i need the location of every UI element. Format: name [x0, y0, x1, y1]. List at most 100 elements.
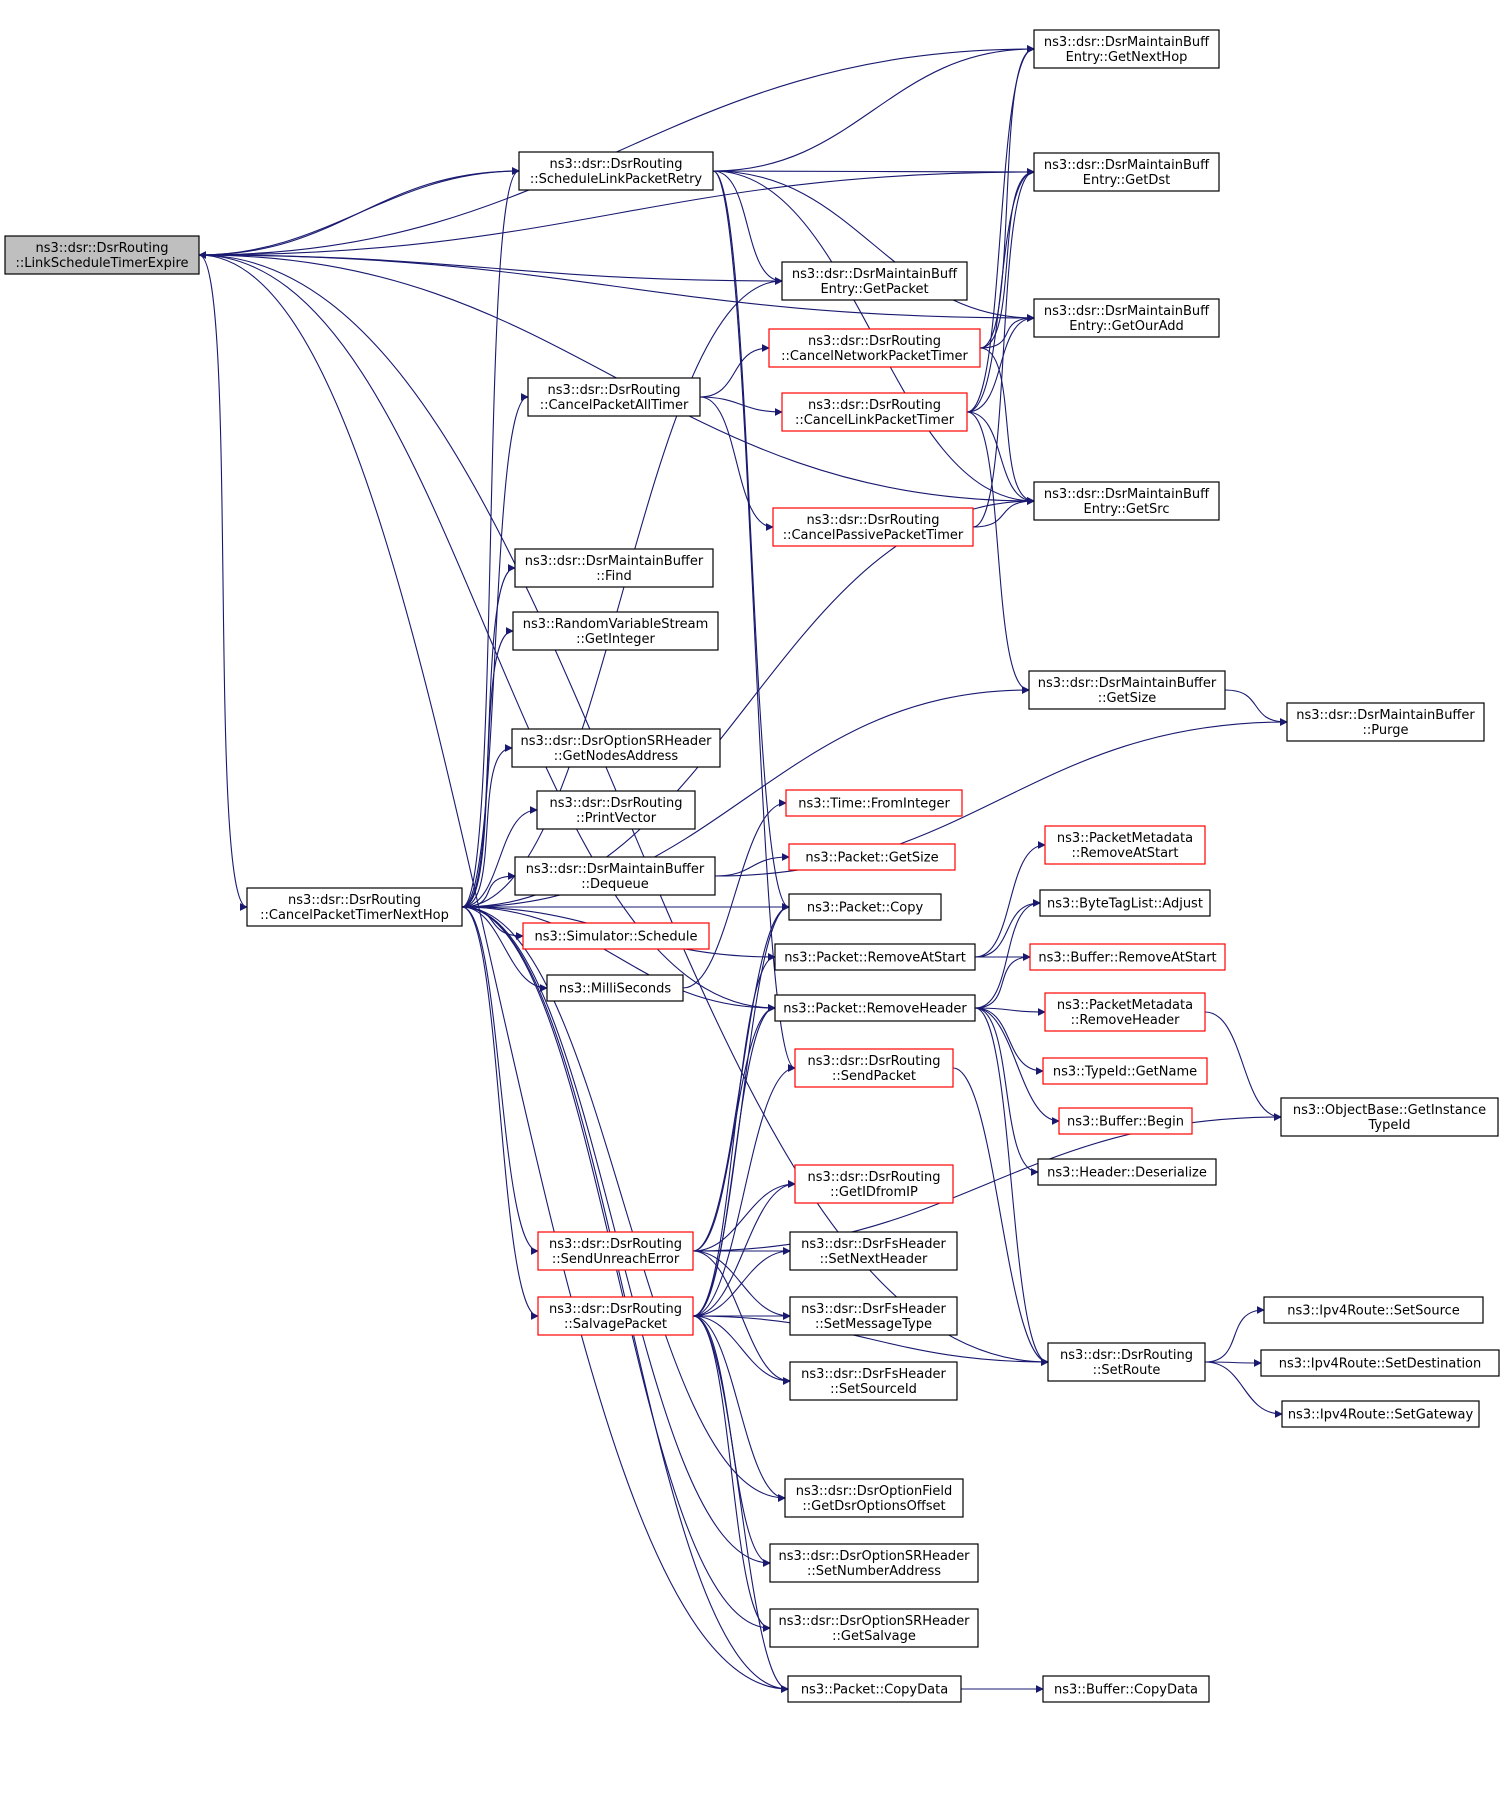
- node-n11[interactable]: ns3::dsr::DsrMaintainBuffer::Find: [514, 548, 714, 588]
- node-n5[interactable]: ns3::dsr::DsrMaintainBuffEntry::GetOurAd…: [1033, 298, 1220, 338]
- node-n34[interactable]: ns3::Header::Deserialize: [1037, 1158, 1217, 1186]
- node-n44[interactable]: ns3::Ipv4Route::SetGateway: [1281, 1400, 1480, 1428]
- edge-n2-n0: [198, 170, 520, 259]
- node-n1[interactable]: ns3::dsr::DsrMaintainBuffEntry::GetNextH…: [1033, 29, 1220, 69]
- node-label-line: ns3::Ipv4Route::SetGateway: [1288, 1408, 1474, 1423]
- node-label-line: Entry::GetPacket: [820, 282, 928, 297]
- edge-line: [966, 411, 1035, 505]
- edge-line: [699, 396, 783, 416]
- edge-line: [692, 1004, 776, 1252]
- node-n4[interactable]: ns3::dsr::DsrMaintainBuffEntry::GetPacke…: [781, 261, 968, 301]
- node-n25[interactable]: ns3::Packet::RemoveAtStart: [774, 943, 976, 971]
- node-n30[interactable]: ns3::dsr::DsrRouting::SendPacket: [794, 1048, 954, 1088]
- node-n35[interactable]: ns3::dsr::DsrRouting::GetIDfromIP: [794, 1164, 954, 1204]
- node-n0[interactable]: ns3::dsr::DsrRouting::LinkScheduleTimerE…: [4, 235, 200, 275]
- node-label-line: ns3::dsr::DsrFsHeader: [801, 1302, 946, 1317]
- edge-n38-n45: [692, 1315, 786, 1502]
- node-label-line: TypeId: [1368, 1118, 1411, 1133]
- edge-n27-n17: [682, 799, 787, 989]
- edge-n2-n1: [712, 45, 1035, 172]
- node-label-line: ns3::dsr::DsrMaintainBuff: [792, 267, 958, 282]
- node-n17[interactable]: ns3::Time::FromInteger: [785, 789, 963, 817]
- node-n12[interactable]: ns3::RandomVariableStream::GetInteger: [512, 611, 719, 651]
- node-n7[interactable]: ns3::dsr::DsrRouting::CancelPacketAllTim…: [527, 377, 701, 417]
- edge-n21-n28: [461, 906, 776, 1012]
- node-n43[interactable]: ns3::dsr::DsrFsHeader::SetSourceId: [789, 1361, 958, 1401]
- node-n8[interactable]: ns3::dsr::DsrRouting::CancelLinkPacketTi…: [781, 392, 968, 432]
- node-label-line: ns3::dsr::DsrRouting: [807, 513, 940, 528]
- edge-n38-n35: [692, 1180, 796, 1317]
- node-n20[interactable]: ns3::Packet::GetSize: [788, 843, 956, 871]
- node-n2[interactable]: ns3::dsr::DsrRouting::ScheduleLinkPacket…: [518, 151, 714, 191]
- edge-n0-n4: [198, 254, 783, 285]
- node-label-line: ::Purge: [1363, 723, 1409, 738]
- node-n16[interactable]: ns3::dsr::DsrRouting::PrintVector: [536, 790, 696, 830]
- node-n18[interactable]: ns3::PacketMetadata::RemoveAtStart: [1044, 825, 1206, 865]
- edge-n19-n20: [714, 853, 790, 877]
- node-n6[interactable]: ns3::dsr::DsrRouting::CancelNetworkPacke…: [768, 328, 981, 368]
- node-n49[interactable]: ns3::Buffer::CopyData: [1042, 1675, 1210, 1703]
- node-n41[interactable]: ns3::dsr::DsrRouting::SetRoute: [1047, 1342, 1206, 1382]
- node-box: [788, 843, 956, 871]
- node-n42[interactable]: ns3::Ipv4Route::SetDestination: [1260, 1349, 1500, 1377]
- node-label-line: ns3::dsr::DsrRouting: [808, 1170, 941, 1185]
- node-label-line: ::CancelPacketTimerNextHop: [260, 908, 449, 923]
- node-box: [788, 893, 942, 921]
- node-n10[interactable]: ns3::dsr::DsrRouting::CancelPassivePacke…: [772, 507, 974, 547]
- node-box: [794, 1164, 954, 1204]
- node-label-line: ns3::Buffer::RemoveAtStart: [1038, 951, 1216, 966]
- edge-n25-n22: [974, 899, 1041, 958]
- node-n37[interactable]: ns3::dsr::DsrFsHeader::SetNextHeader: [789, 1231, 958, 1271]
- node-n23[interactable]: ns3::Packet::Copy: [788, 893, 942, 921]
- node-label-line: ns3::Time::FromInteger: [798, 797, 950, 812]
- node-n31[interactable]: ns3::TypeId::GetName: [1042, 1057, 1208, 1085]
- node-box: [785, 789, 963, 817]
- node-n22[interactable]: ns3::ByteTagList::Adjust: [1039, 889, 1211, 917]
- node-label-line: ns3::dsr::DsrRouting: [549, 1302, 682, 1317]
- node-n45[interactable]: ns3::dsr::DsrOptionField::GetDsrOptionsO…: [784, 1478, 964, 1518]
- node-n19[interactable]: ns3::dsr::DsrMaintainBuffer::Dequeue: [514, 856, 716, 896]
- node-n40[interactable]: ns3::Ipv4Route::SetSource: [1263, 1296, 1484, 1324]
- node-label-line: ::GetDsrOptionsOffset: [802, 1499, 945, 1514]
- node-n29[interactable]: ns3::PacketMetadata::RemoveHeader: [1044, 992, 1206, 1032]
- edge-line: [974, 1007, 1046, 1016]
- node-n27[interactable]: ns3::MilliSeconds: [546, 974, 684, 1002]
- edge-n0-n5: [198, 254, 1035, 322]
- edge-line: [461, 167, 520, 908]
- edge-line: [979, 314, 1035, 349]
- edge-line: [699, 344, 770, 398]
- node-n28[interactable]: ns3::Packet::RemoveHeader: [774, 994, 976, 1022]
- edge-n38-n25: [692, 953, 776, 1317]
- edge-line: [461, 906, 786, 1502]
- node-n33[interactable]: ns3::Buffer::Begin: [1058, 1107, 1193, 1135]
- edge-n38-n43: [692, 1315, 791, 1385]
- node-n13[interactable]: ns3::dsr::DsrMaintainBuffer::GetSize: [1028, 670, 1226, 710]
- node-box: [772, 507, 974, 547]
- node-n39[interactable]: ns3::dsr::DsrFsHeader::SetMessageType: [789, 1296, 958, 1336]
- node-n38[interactable]: ns3::dsr::DsrRouting::SalvagePacket: [537, 1296, 694, 1336]
- edge-n13-n14: [1224, 689, 1288, 726]
- edges-layer: [198, 45, 1288, 1693]
- node-box: [518, 151, 714, 191]
- node-n47[interactable]: ns3::dsr::DsrOptionSRHeader::GetSalvage: [769, 1608, 979, 1648]
- node-n46[interactable]: ns3::dsr::DsrOptionSRHeader::SetNumberAd…: [769, 1543, 979, 1583]
- node-n36[interactable]: ns3::dsr::DsrRouting::SendUnreachError: [537, 1231, 694, 1271]
- node-box: [522, 922, 710, 950]
- node-n21[interactable]: ns3::dsr::DsrRouting::CancelPacketTimerN…: [246, 887, 463, 927]
- node-n24[interactable]: ns3::Simulator::Schedule: [522, 922, 710, 950]
- node-label-line: Entry::GetDst: [1083, 173, 1170, 188]
- node-n26[interactable]: ns3::Buffer::RemoveAtStart: [1029, 943, 1226, 971]
- node-box: [1286, 702, 1485, 742]
- edge-line: [974, 1007, 1060, 1125]
- edge-line: [461, 906, 776, 1012]
- edge-n6-n5: [979, 314, 1035, 349]
- edge-n7-n10: [699, 396, 774, 531]
- node-n48[interactable]: ns3::Packet::CopyData: [787, 1675, 962, 1703]
- node-n14[interactable]: ns3::dsr::DsrMaintainBuffer::Purge: [1286, 702, 1485, 742]
- node-n15[interactable]: ns3::dsr::DsrOptionSRHeader::GetNodesAdd…: [511, 728, 721, 768]
- node-box: [784, 1478, 964, 1518]
- edge-n0-n28: [198, 254, 776, 1012]
